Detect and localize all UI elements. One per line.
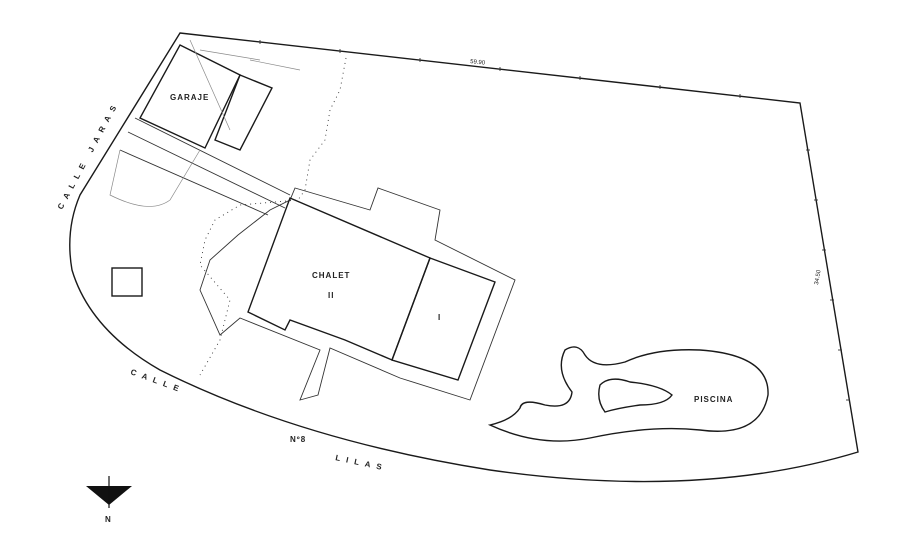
pool-outline [487, 346, 769, 442]
north-label: N [105, 515, 112, 524]
boundary-ticks [259, 40, 850, 401]
chalet-label: CHALET [312, 271, 350, 280]
chalet-annex-I [391, 257, 496, 381]
chalet-terrace [199, 187, 516, 401]
driveway [119, 117, 291, 216]
pencil-sketch [109, 39, 301, 207]
north-boundary-dimension: 59.90 [470, 59, 486, 67]
annex-number: I [438, 313, 441, 322]
pool-label: PISCINA [694, 395, 733, 404]
north-arrow: N [86, 476, 132, 524]
garage-building [139, 44, 241, 149]
garage-label: GARAJE [170, 93, 209, 102]
street-jaras: CALLE JARAS [56, 99, 121, 211]
street-calle: CALLE [129, 367, 185, 395]
pool-island [598, 378, 673, 413]
chalet-number: II [328, 291, 334, 300]
garage-annex [214, 74, 273, 151]
street-lilas: LILAS [335, 453, 389, 473]
plot-boundary [69, 32, 859, 483]
fence-line [199, 57, 347, 376]
east-boundary-dimension: 34.50 [814, 269, 823, 285]
house-number: Nº8 [290, 435, 306, 444]
small-square-structure [111, 267, 143, 297]
